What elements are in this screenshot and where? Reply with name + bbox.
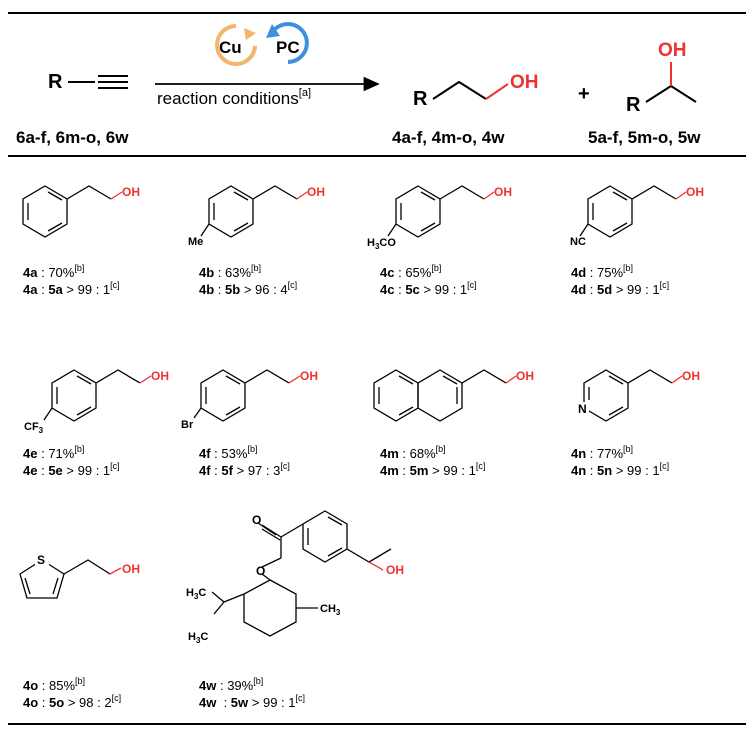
subst-4w-b: H3C xyxy=(188,631,208,645)
carbonyl-bond xyxy=(261,528,281,541)
subst-4b: Me xyxy=(188,236,203,248)
structure-4n xyxy=(583,369,683,422)
subst-4e: CF3 xyxy=(24,421,44,435)
cu-catalyst-icon: Cu xyxy=(215,24,257,66)
alkyne-triple-bond xyxy=(98,75,128,89)
bottom-rule xyxy=(8,723,746,725)
structure-4c xyxy=(387,185,495,238)
ester-o: O xyxy=(256,564,265,578)
product1-r: R xyxy=(413,88,428,110)
oh-4w: OH xyxy=(386,563,404,577)
oh-4e: OH xyxy=(151,369,169,383)
structure-4e xyxy=(43,369,152,422)
subst-4n: N xyxy=(578,402,587,416)
yield-4f: 4f : 53%[b] 4f : 5f > 97 : 3[c] xyxy=(199,443,290,478)
oh-4m: OH xyxy=(516,369,534,383)
yield-4m: 4m : 68%[b] 4m : 5m > 99 : 1[c] xyxy=(380,443,486,478)
yield-4w: 4w : 39%[b] 4w : 5w > 99 : 1[c] xyxy=(199,675,306,710)
svg-text:PC: PC xyxy=(276,38,300,57)
oh-4n: OH xyxy=(682,369,700,383)
reactant-label: 6a-f, 6m-o, 6w xyxy=(16,128,129,147)
oh-4o: OH xyxy=(122,562,140,576)
top-rule xyxy=(8,12,746,14)
yield-4b: 4b : 63%[b] 4b : 5b > 96 : 4[c] xyxy=(199,262,298,297)
structure-4a xyxy=(22,185,123,238)
subst-4w-a: H3C xyxy=(186,587,206,601)
conditions-ref: [a] xyxy=(298,87,311,100)
svg-text:Cu: Cu xyxy=(219,38,242,57)
product1-label: 4a-f, 4m-o, 4w xyxy=(392,128,505,147)
yield-4n: 4n : 77%[b] 4n : 5n > 99 : 1[c] xyxy=(571,443,670,478)
subst-4c: H3CO xyxy=(367,237,396,251)
reactant-r: R xyxy=(48,71,63,93)
yield-4o: 4o : 85%[b] 4o : 5o > 98 : 2[c] xyxy=(23,675,122,710)
conditions-text: reaction conditions[a] xyxy=(157,87,311,109)
structure-4b xyxy=(200,185,308,238)
oh-4b: OH xyxy=(307,185,325,199)
yield-4c: 4c : 65%[b] 4c : 5c > 99 : 1[c] xyxy=(380,262,477,297)
plus-sign: + xyxy=(578,83,590,105)
header-rule xyxy=(8,155,746,157)
yield-4e: 4e : 71%[b] 4e : 5e > 99 : 1[c] xyxy=(23,443,120,478)
structure-4w xyxy=(211,510,392,637)
structure-4m xyxy=(373,369,517,422)
yield-4a: 4a : 70%[b] 4a : 5a > 99 : 1[c] xyxy=(23,262,120,297)
yield-4d: 4d : 75%[b] 4d : 5d > 99 : 1[c] xyxy=(571,262,670,297)
oh-4f: OH xyxy=(300,369,318,383)
oh-4c: OH xyxy=(494,185,512,199)
subst-4d: NC xyxy=(570,236,586,248)
carbonyl-o: O xyxy=(252,513,261,527)
product2-oh: OH xyxy=(658,40,687,61)
product2-r: R xyxy=(626,94,641,116)
subst-4w-c: CH3 xyxy=(320,603,341,617)
product2-label: 5a-f, 5m-o, 5w xyxy=(588,128,701,147)
structure-4d xyxy=(579,185,687,238)
subst-4o: S xyxy=(37,553,45,567)
conditions-label: reaction conditions xyxy=(157,89,299,108)
product1-oh: OH xyxy=(510,72,539,93)
structure-4o xyxy=(19,559,122,599)
subst-4f: Br xyxy=(181,419,194,431)
oh-4d: OH xyxy=(686,185,704,199)
structure-4f xyxy=(193,369,301,422)
oh-4a: OH xyxy=(122,185,140,199)
pc-catalyst-icon: PC xyxy=(266,22,309,64)
